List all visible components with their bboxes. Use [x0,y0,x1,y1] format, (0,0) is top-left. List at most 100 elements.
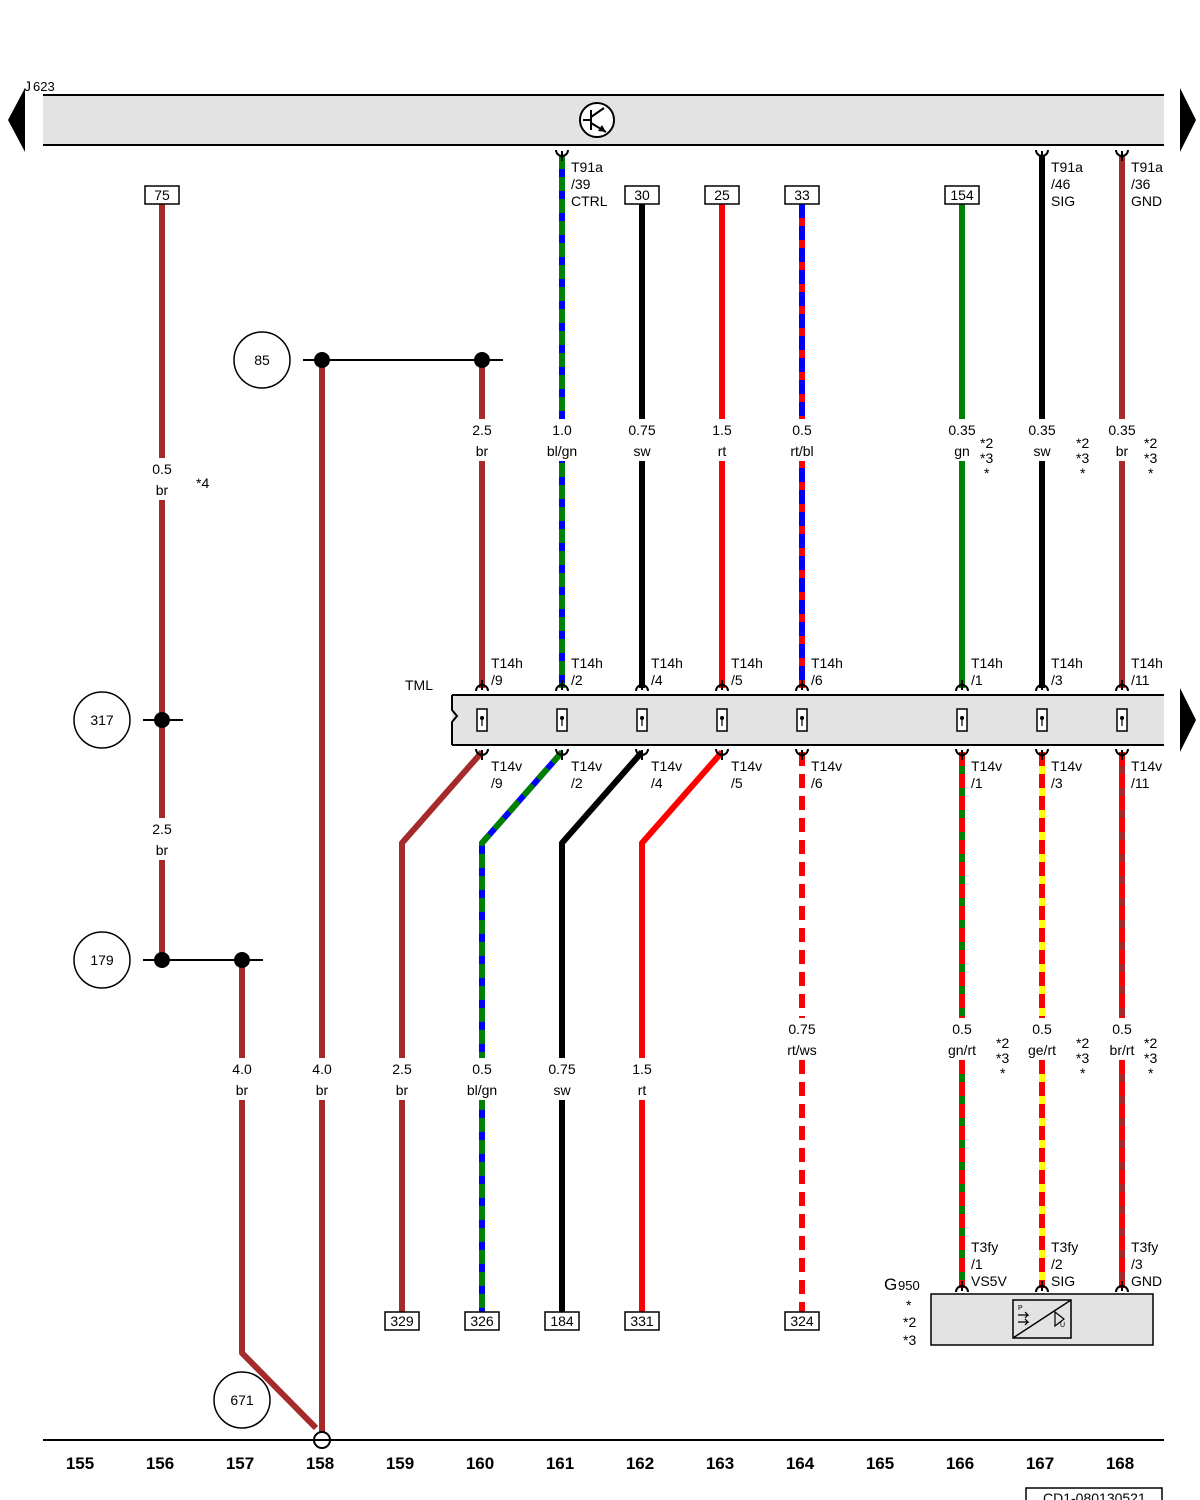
sensor-pin-text-c166-pin: /1 [971,1256,983,1272]
sensor-note-2: *2 [903,1314,916,1330]
wire-color-w163_top: rt [718,443,727,459]
column-number: 162 [626,1454,654,1473]
tml-top-pin-text-c164-pin: /6 [811,672,823,688]
column-number: 168 [1106,1454,1134,1473]
ref-box-33 [784,185,820,205]
wire-size-w163_top: 1.5 [712,422,732,438]
column-number: 160 [466,1454,494,1473]
sensor-g950: P U G 950 * *2 *3 [884,1275,1154,1348]
notes-168-n2: *2 [1144,435,1157,451]
wire-size-w166_top: 0.35 [948,422,975,438]
sensor-pin-text-c166-conn: T3fy [971,1239,998,1255]
tml-bot-pin-text-c162-conn: T14v [651,758,682,774]
column-number: 166 [946,1454,974,1473]
ecu-pin-text-c168-sig: GND [1131,193,1162,209]
tml-top-pin-text-c163-pin: /5 [731,672,743,688]
column-number: 158 [306,1454,334,1473]
tml-top-pin-text-c162-conn: T14h [651,655,683,671]
wire-color-w161_bot: sw [553,1082,571,1098]
continue-left-arrow-icon [8,88,25,152]
column-number: 164 [786,1454,815,1473]
notes-166-bot-n: * [1000,1065,1006,1081]
ref-box-33-label: 33 [794,187,810,203]
ref-box-30-label: 30 [634,187,650,203]
tml-top-pin-text-c166-pin: /1 [971,672,983,688]
sensor-pin-text-c166-sig: VS5V [971,1273,1007,1289]
splice-317 [154,712,170,728]
tml-top-pin-text-c164-conn: T14h [811,655,843,671]
junction-179 [73,931,131,989]
wire-size-w161_top: 1.0 [552,422,572,438]
sensor-pin-text-c168-sig: GND [1131,1273,1162,1289]
wire-color-w160_top: br [476,443,489,459]
junction-179-label: 179 [90,952,114,968]
ref-box-329 [384,1311,420,1331]
notes-168-n: * [1148,465,1154,481]
drawing-id-box: CD1-080130521 [1025,1487,1163,1500]
notes-167-bot-n2: *2 [1076,1035,1089,1051]
wire-size-w162_bot: 1.5 [632,1061,652,1077]
notes-166-bot-n3: *3 [996,1050,1009,1066]
column-number: 163 [706,1454,734,1473]
sensor-note-3: *3 [903,1332,916,1348]
junction-671 [213,1371,271,1429]
wire-160-bot [479,750,565,1314]
wire-color-w160_bot: bl/gn [467,1082,497,1098]
pressure-sensor-icon: P U [1012,1299,1072,1339]
ecu-pin-text-c161-sig: CTRL [571,193,608,209]
tml-bot-pin-text-c167-conn: T14v [1051,758,1082,774]
ref-box-25 [704,185,740,205]
notes-167-bot-n: * [1080,1065,1086,1081]
wire-color-w162_top: sw [633,443,651,459]
svg-text:U: U [1060,1322,1065,1329]
wire-size-w156_mid: 2.5 [152,821,172,837]
splice-160 [474,352,490,368]
tml-top-pin-text-c160-conn: T14h [491,655,523,671]
ref-box-331 [624,1311,660,1331]
sensor-pin-text-c168-conn: T3fy [1131,1239,1158,1255]
notes-166-bot-n2: *2 [996,1035,1009,1051]
ref-box-75-label: 75 [154,187,170,203]
column-number: 161 [546,1454,574,1473]
ref-box-75 [144,185,180,205]
tml-bot-pin-text-c161-pin: /2 [571,775,583,791]
wire-color-w168_bot: br/rt [1110,1042,1135,1058]
ecu-label: J [24,78,31,94]
tml-bot-pin-text-c161-conn: T14v [571,758,602,774]
tml-top-pin-text-c168-pin: /11 [1131,672,1150,688]
notes-167-n2: *2 [1076,435,1089,451]
wire-color-w168_top: br [1116,443,1129,459]
notes-167-n: * [1080,465,1086,481]
column-number: 157 [226,1454,254,1473]
tml-bot-pin-text-c160-conn: T14v [491,758,522,774]
wire-size-w160_bot: 0.5 [472,1061,492,1077]
sensor-pin-text-c167-conn: T3fy [1051,1239,1078,1255]
wire-color-w167_top: sw [1033,443,1051,459]
tml-bot-pin-text-c163-conn: T14v [731,758,762,774]
wire-color-w156_mid: br [156,842,169,858]
tml-bot-pin-text-c164-conn: T14v [811,758,842,774]
tml-top-pin-text-c160-pin: /9 [491,672,503,688]
wire-size-w164_bot: 0.75 [788,1021,815,1037]
column-number: 159 [386,1454,414,1473]
wire-size-w157_bot: 4.0 [232,1061,252,1077]
tml-top-pin-text-c161-conn: T14h [571,655,603,671]
junction-85-label: 85 [254,352,270,368]
ref-box-30 [624,185,660,205]
tml-bot-pin-text-c166-pin: /1 [971,775,983,791]
wires [140,155,1144,1440]
drawing-id: CD1-080130521 [1043,1490,1146,1500]
notes-168-bot-n2: *2 [1144,1035,1157,1051]
notes-166-n2: *2 [980,435,993,451]
tml-bot-pin-text-c162-pin: /4 [651,775,663,791]
sensor-label: G [884,1275,897,1294]
splice-158 [314,352,330,368]
wire-color-w159_bot: br [396,1082,409,1098]
wire-color-w166_top: gn [954,443,970,459]
wire-color-w164_bot: rt/ws [787,1042,817,1058]
junction-317-label: 317 [90,712,114,728]
transistor-icon [579,102,615,138]
ecu-pin-text-c167-conn: T91a [1051,159,1083,175]
